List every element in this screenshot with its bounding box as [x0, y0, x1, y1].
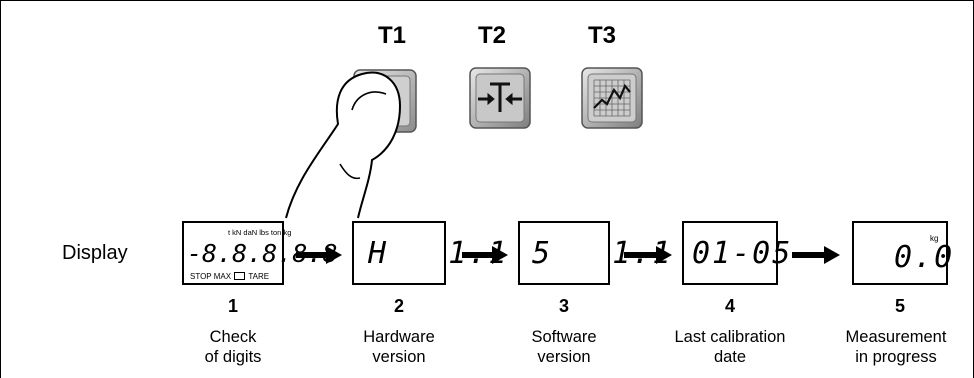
display-label: Display [62, 242, 128, 264]
arrow-2 [462, 246, 508, 264]
step-number-1: 1 [227, 296, 238, 316]
caption-5-line1: Measurement [845, 328, 947, 346]
measurement-readout: 0.0 [894, 240, 955, 275]
tare-icon [478, 82, 522, 112]
arrow-1 [296, 246, 342, 264]
step-number-3: 3 [558, 296, 569, 316]
tare-indicator-label: TARE [248, 272, 270, 281]
display-2: H 1.1 [352, 221, 506, 285]
t2-button[interactable] [468, 66, 532, 130]
caption-3-line2: version [537, 348, 591, 366]
step-number-2: 2 [393, 296, 404, 316]
step-number-4: 4 [724, 296, 735, 316]
unit-labels: t kN daN lbs ton kg [228, 228, 292, 237]
caption-1-line1: Check [209, 328, 257, 346]
arrow-3 [624, 246, 672, 264]
display-5: kg 0.0 [852, 221, 952, 285]
t1-label: T1 [377, 22, 406, 49]
display-1: t kN daN lbs ton kg -8.8.8.8.8 STOP MAX … [182, 221, 338, 285]
display-4: 01-05 [682, 221, 790, 285]
caption-4-line2: date [713, 348, 747, 366]
calibration-readout: 01-05 [692, 236, 793, 271]
caption-1: Check of digits [158, 327, 308, 367]
unit-kg: kg [930, 234, 939, 243]
arrow-4 [792, 246, 840, 264]
finger-icon [285, 71, 402, 219]
t3-button[interactable] [580, 66, 644, 130]
t2-label: T2 [477, 22, 506, 49]
caption-1-line2: of digits [204, 348, 262, 366]
graph-icon [593, 79, 631, 117]
display-3: 5 1.1 [518, 221, 670, 285]
caption-2-line1: Hardware [363, 328, 435, 346]
caption-4: Last calibration date [655, 327, 805, 367]
t3-label: T3 [587, 22, 616, 49]
indicator-labels: STOP MAX TARE [190, 271, 269, 281]
caption-2: Hardware version [324, 327, 474, 367]
stop-max-label: STOP MAX [190, 272, 232, 281]
caption-2-line2: version [372, 348, 426, 366]
caption-5-line2: in progress [855, 348, 937, 366]
step-number-5: 5 [894, 296, 905, 316]
battery-icon [234, 272, 246, 280]
caption-5: Measurement in progress [818, 327, 974, 367]
caption-3-line1: Software [531, 328, 597, 346]
caption-4-line1: Last calibration [674, 328, 786, 346]
caption-3: Software version [489, 327, 639, 367]
